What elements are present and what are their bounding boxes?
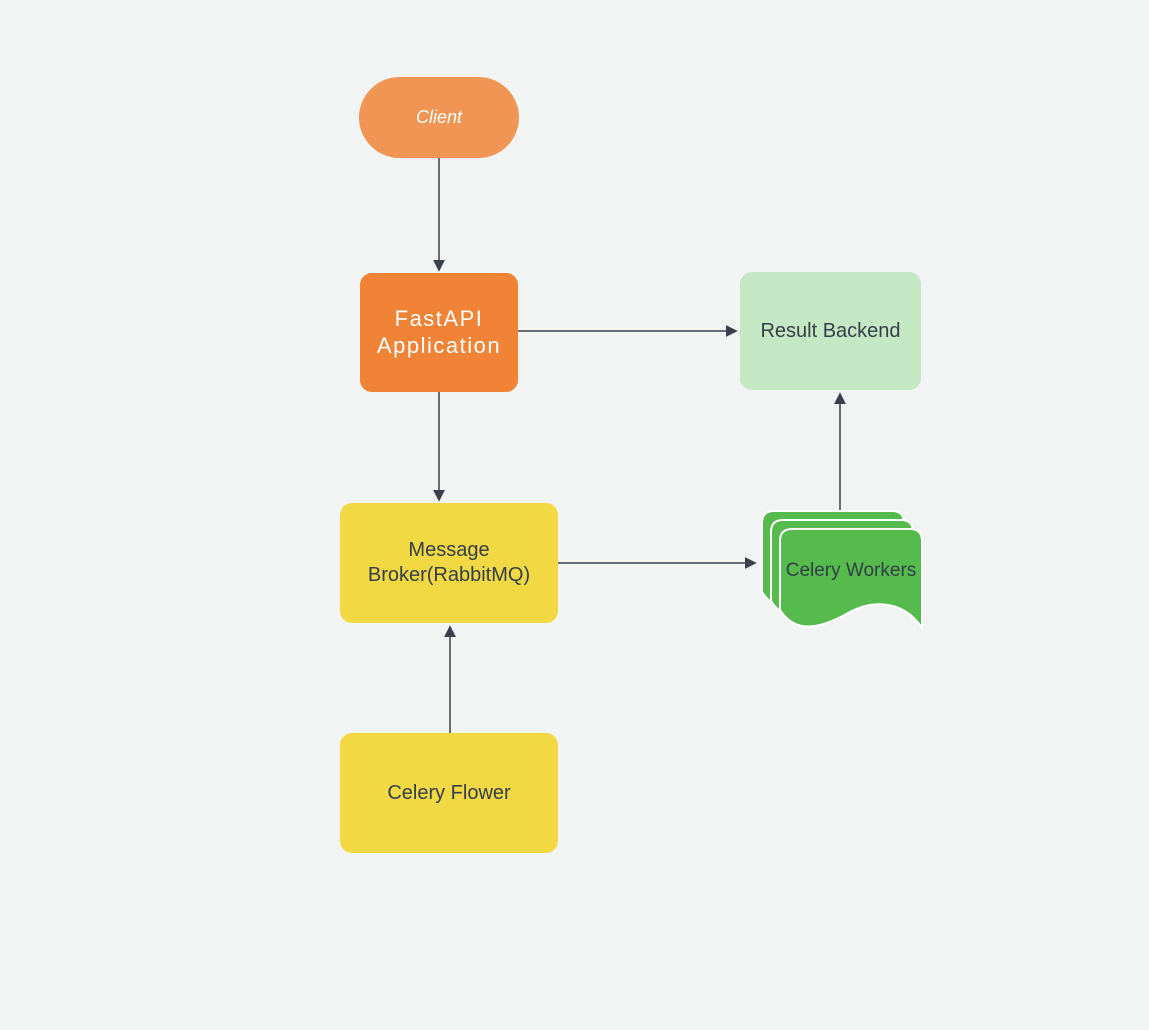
document-front <box>779 528 923 629</box>
multi-document-shape-icon <box>761 510 923 629</box>
node-client-label: Client <box>415 107 463 128</box>
node-result-backend: Result Backend <box>740 272 921 390</box>
node-celery-flower: Celery Flower <box>340 733 558 853</box>
node-message-broker-label: Message Broker(RabbitMQ) <box>367 539 531 586</box>
node-message-broker: Message Broker(RabbitMQ) <box>340 503 558 623</box>
node-celery-workers <box>760 509 924 633</box>
node-celery-flower-label: Celery Flower <box>387 781 511 804</box>
node-fastapi-application: FastAPI Application <box>360 273 518 392</box>
node-result-backend-label: Result Backend <box>760 319 901 342</box>
node-celery-workers-label: Celery Workers <box>785 560 917 581</box>
node-client: Client <box>359 77 519 158</box>
node-fastapi-application-label: FastAPI Application <box>376 306 502 358</box>
